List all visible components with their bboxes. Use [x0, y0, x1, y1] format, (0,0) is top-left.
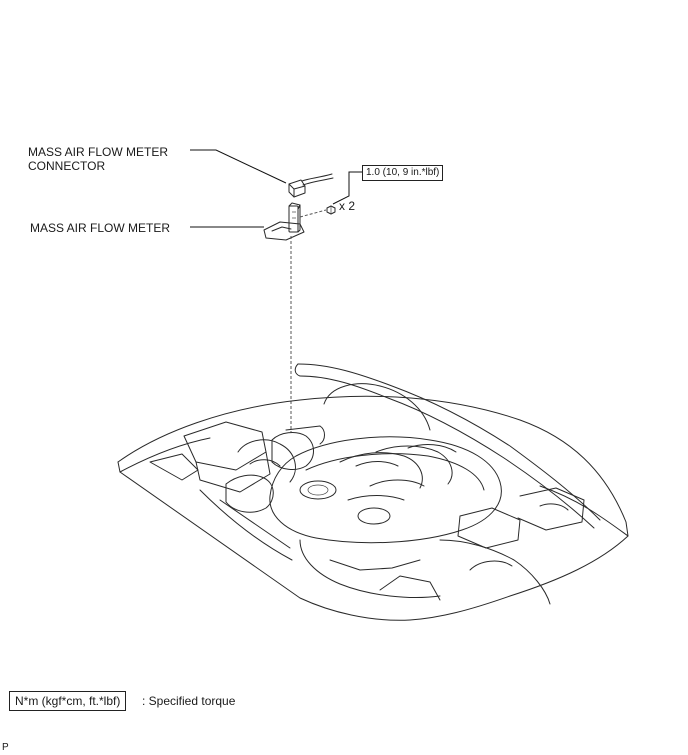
mass-air-flow-meter-icon — [263, 202, 305, 241]
torque-leader-line — [332, 171, 362, 205]
bolt-icon — [326, 205, 336, 215]
leader-lines — [190, 149, 362, 228]
footer-mark: P — [2, 742, 9, 753]
torque-value-box: 1.0 (10, 9 in.*lbf) — [362, 165, 444, 181]
engine-bay-illustration-icon — [117, 363, 629, 621]
connector-label-line2: CONNECTOR — [28, 159, 106, 173]
torque-legend-description: : Specified torque — [142, 694, 236, 708]
torque-unit-legend-box: N*m (kgf*cm, ft.*lbf) — [9, 691, 127, 711]
bolt-quantity: x 2 — [339, 199, 356, 213]
connector-label-line1: MASS AIR FLOW METER — [28, 145, 169, 159]
meter-label: MASS AIR FLOW METER — [30, 221, 171, 235]
connector-icon — [288, 173, 334, 198]
connector-label: MASS AIR FLOW METER CONNECTOR — [28, 145, 168, 173]
connector-leader-line — [190, 149, 287, 184]
bolt-path-line — [299, 209, 327, 218]
